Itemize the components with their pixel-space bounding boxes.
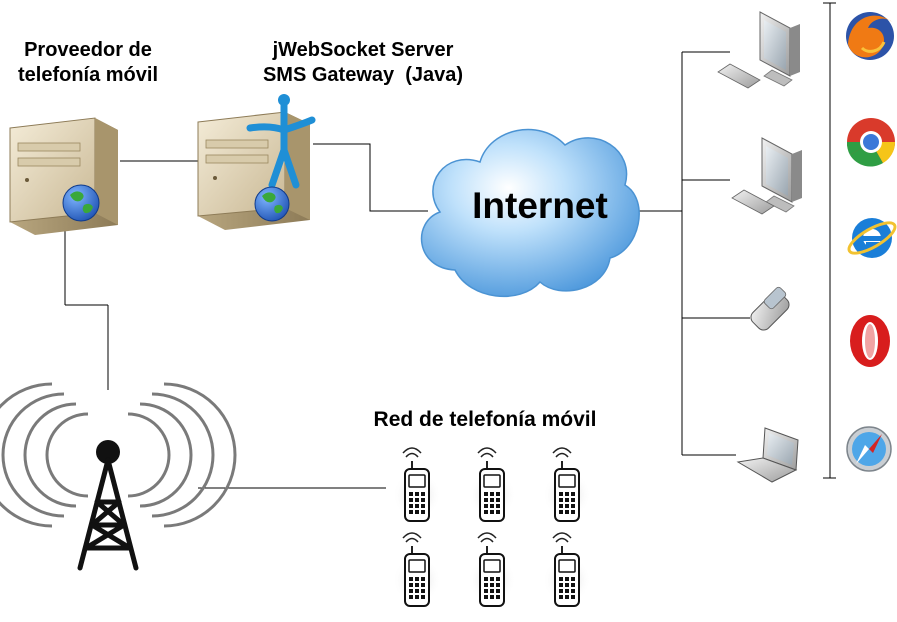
- server-label-line2: SMS Gateway (Java): [262, 64, 464, 86]
- mobile-phone-icon: [468, 532, 516, 607]
- server-label: jWebSocket Server SMS Gateway (Java): [232, 38, 494, 88]
- mobile-phone-icon: [393, 447, 441, 522]
- mobile-phone-icon: [750, 286, 790, 331]
- globe-icon: [62, 184, 100, 222]
- provider-label: Proveedor de telefonía móvil: [0, 38, 176, 88]
- cell-tower-icon: [0, 382, 237, 571]
- mobile-phone-icon: [543, 447, 591, 522]
- firefox-icon: [846, 12, 894, 60]
- mobile-network-label: Red de telefonía móvil: [373, 408, 597, 431]
- mobile-phone-icon: [543, 532, 591, 607]
- mobile-phones-group: [393, 447, 591, 607]
- jwebsocket-logo-icon: [246, 94, 316, 189]
- internet-label: Internet: [472, 185, 608, 226]
- desktop-computer-icon: [731, 137, 802, 215]
- jwebsocket-server-icon: [197, 94, 316, 230]
- laptop-icon: [736, 427, 799, 483]
- mobile-phone-icon: [393, 532, 441, 607]
- connection-lines: [64, 2, 836, 489]
- server-label-line1: jWebSocket Server: [272, 39, 454, 61]
- internet-explorer-icon: [847, 218, 897, 258]
- provider-label-line1: Proveedor de: [24, 39, 152, 61]
- opera-icon: [850, 315, 890, 367]
- safari-icon: [846, 426, 892, 472]
- mobile-phone-icon: [468, 447, 516, 522]
- globe-icon: [254, 186, 290, 222]
- provider-server-icon: [9, 117, 118, 235]
- internet-cloud-icon: [420, 128, 640, 298]
- chrome-icon: [846, 118, 896, 167]
- provider-label-line2: telefonía móvil: [17, 64, 159, 86]
- desktop-computer-icon: [717, 11, 800, 89]
